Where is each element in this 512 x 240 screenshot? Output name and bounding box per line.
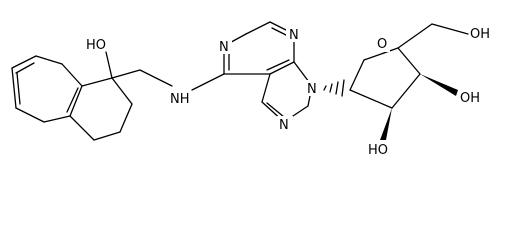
molecule-drawing: HO NH N N N N [11, 21, 490, 158]
cycloheptadiene-ring [11, 55, 83, 123]
hydroxyl-5prime-label: OH [470, 27, 490, 42]
c3-wedge-bond [420, 74, 458, 96]
purine-n1-label: N [219, 40, 229, 55]
amine-nh-label: NH [170, 92, 190, 107]
structure-canvas: HO NH N N N N [11, 21, 490, 158]
hydroxyl-3prime-label: OH [460, 91, 480, 106]
methylene-n-bond [139, 69, 173, 87]
tetrahydro-ring [69, 77, 133, 141]
hydroxyl-2prime-label: HO [368, 143, 388, 158]
purine-n7-label: N [279, 118, 289, 133]
purine-n3-label: N [289, 28, 299, 43]
c5-o-bond [431, 23, 469, 35]
c-oh-bond [105, 51, 113, 79]
hydroxyl-label: HO [86, 38, 106, 53]
methylene-bond [111, 69, 141, 79]
glycosidic-hashed-bond [323, 79, 345, 97]
ribose-ring [349, 47, 421, 109]
c4-c5-bond [397, 23, 433, 49]
ring-oxygen-label: O [377, 37, 387, 52]
c2-wedge-bond [380, 108, 392, 140]
purine-six-ring [223, 21, 295, 75]
nh-purine-bond [191, 73, 225, 91]
purine-n9-label: N [307, 82, 317, 97]
